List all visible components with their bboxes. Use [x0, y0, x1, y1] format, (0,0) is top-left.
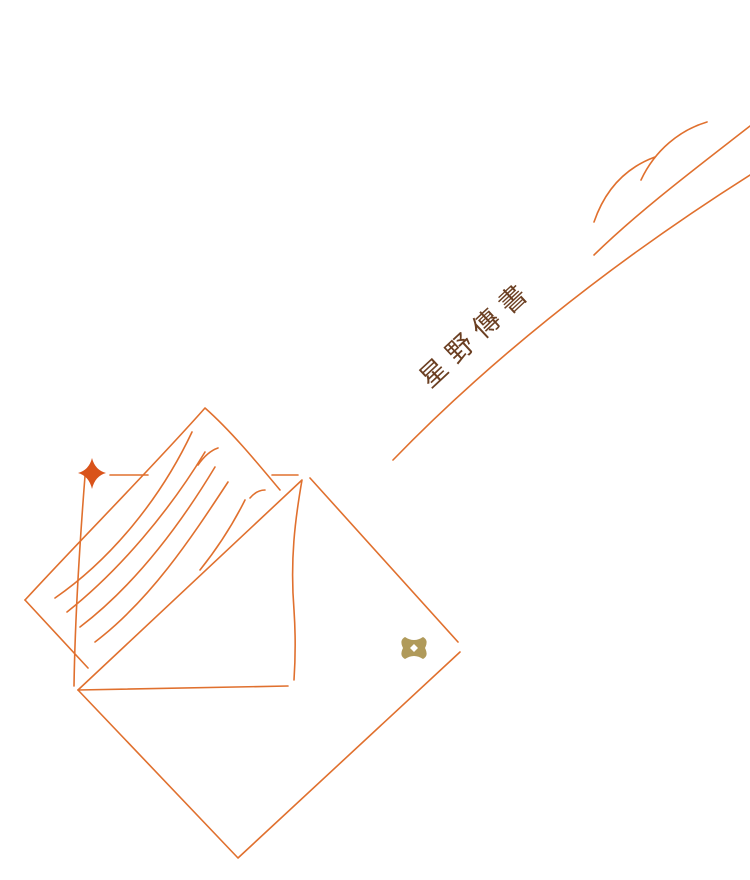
envelope	[73, 474, 461, 859]
letter-paper	[24, 407, 281, 669]
wax-seal-icon	[401, 637, 427, 659]
sparkle-star-icon	[78, 458, 106, 489]
motion-streaks	[392, 121, 750, 461]
